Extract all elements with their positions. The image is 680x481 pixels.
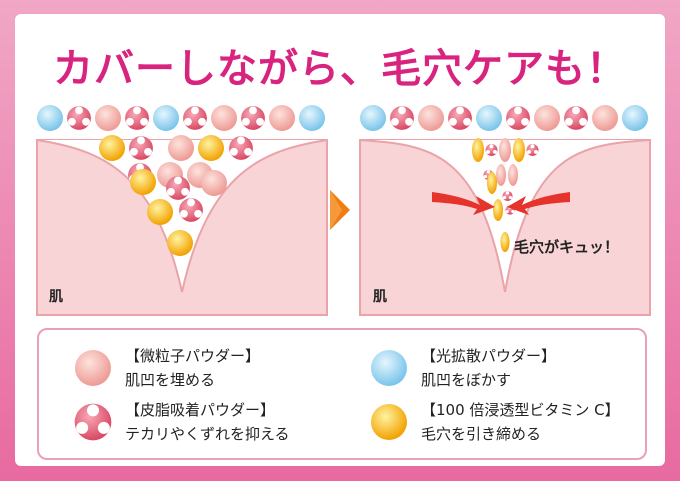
right-pore-particles [472,138,539,252]
left-skin [36,139,328,316]
legend-desc: 肌凹をぼかす [421,371,512,389]
absorb-particle-icon [74,403,112,441]
legend-title: 【光拡散パウダー】 [421,347,557,365]
legend-desc: 毛穴を引き締める [421,425,542,443]
legend-box: 【微粒子パウダー】 肌凹を埋める 【光拡散パウダー】 肌凹をぼかす [37,328,647,460]
legend-title: 【100 倍浸透型ビタミン C】 [421,401,620,419]
pink-particle-icon [75,350,111,386]
right-top-row [360,105,648,131]
page-title: カバーしながら、毛穴ケアも！ [53,46,627,92]
legend-item-micro-powder: 【微粒子パウダー】 肌凹を埋める [73,344,260,392]
legend-desc: テカリやくずれを抑える [125,425,290,443]
squeeze-arrows-icon [432,192,570,215]
legend-desc: 肌凹を埋める [125,371,216,389]
pore-diagram [36,105,651,316]
left-pore-particles [99,135,253,256]
legend-title: 【皮脂吸着パウダー】 [125,401,276,419]
right-skin-label: 肌 [373,289,387,305]
legend-title: 【微粒子パウダー】 [125,347,261,365]
pore-tighten-annotation: 毛穴がキュッ！ [514,238,620,256]
legend-item-vitamin-c: 【100 倍浸透型ビタミン C】 毛穴を引き締める [369,398,620,446]
legend-item-sebum-absorb: 【皮脂吸着パウダー】 テカリやくずれを抑える [73,398,290,446]
left-top-row [37,105,325,131]
left-skin-label: 肌 [49,289,63,305]
blue-particle-icon [371,350,407,386]
legend-item-light-diffusion: 【光拡散パウダー】 肌凹をぼかす [369,344,556,392]
yellow-particle-icon [371,404,407,440]
right-skin [359,139,651,316]
